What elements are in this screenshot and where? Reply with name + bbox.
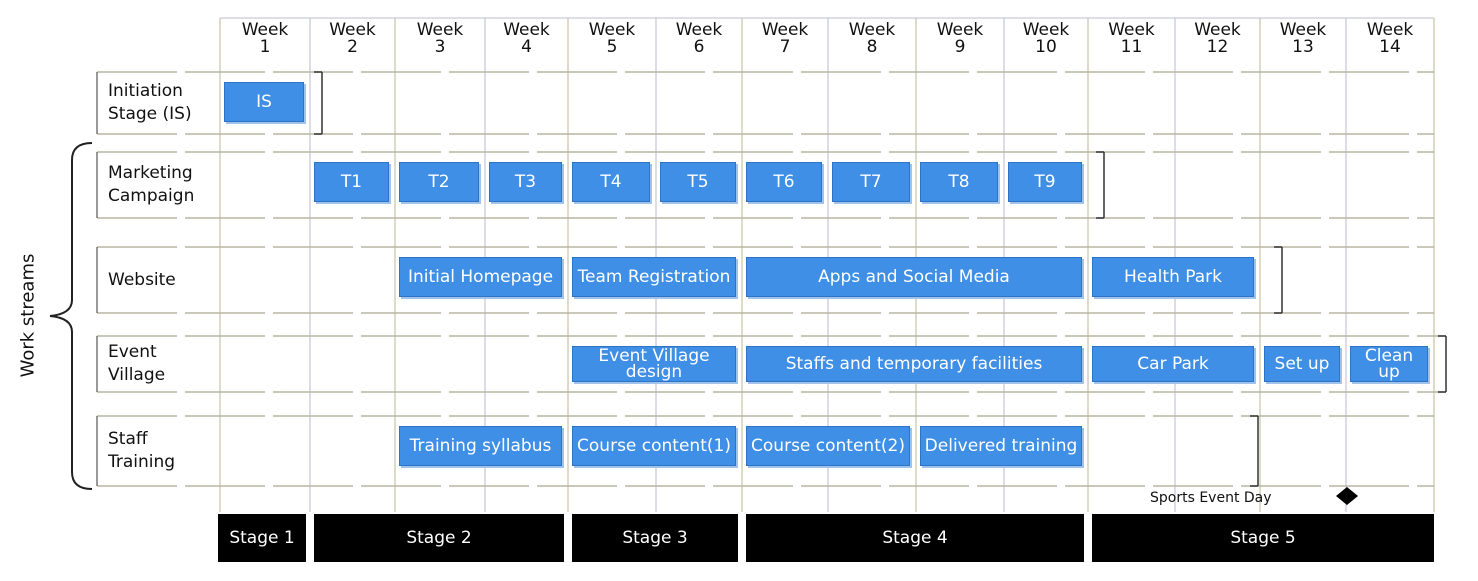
week-header-word: Week xyxy=(675,20,723,40)
workstreams-brace xyxy=(49,142,93,490)
week-header-word: Week xyxy=(936,20,984,40)
event-day-diamond-icon xyxy=(1336,487,1358,505)
task-bar: T3 xyxy=(489,162,562,202)
task-bar: Set up xyxy=(1264,346,1340,382)
task-bar: Delivered training xyxy=(920,426,1082,466)
week-header-number: 10 xyxy=(1035,37,1057,57)
row-label-text: Website xyxy=(108,269,176,292)
stage-block: Stage 3 xyxy=(572,514,738,562)
week-header-word: Week xyxy=(1022,20,1070,40)
week-header-number: 7 xyxy=(779,37,791,57)
week-header-word: Week xyxy=(1279,20,1327,40)
week-header-number: 1 xyxy=(259,37,271,57)
row-label-line: Initiation xyxy=(108,81,183,101)
task-bar: Apps and Social Media xyxy=(746,257,1082,297)
task-bar: T4 xyxy=(572,162,650,202)
task-bar: T5 xyxy=(660,162,736,202)
row-label-line: Training xyxy=(108,452,176,472)
week-header-word: Week xyxy=(761,20,809,40)
task-bar: Initial Homepage xyxy=(399,257,562,297)
task-bar: T1 xyxy=(314,162,389,202)
stage-block: Stage 5 xyxy=(1092,514,1434,562)
week-header-word: Week xyxy=(241,20,289,40)
task-bar: Car Park xyxy=(1092,346,1254,382)
week-header-number: 9 xyxy=(954,37,966,57)
task-bar: IS xyxy=(224,82,304,122)
sports-event-day-label: Sports Event Day xyxy=(1150,490,1272,506)
row-label-line: Website xyxy=(108,269,176,290)
week-header-word: Week xyxy=(1366,20,1414,40)
week-header-number: 8 xyxy=(866,37,878,57)
row-label-line: Village xyxy=(108,365,166,385)
row-label-line: Event xyxy=(108,342,157,362)
row-label-line: Stage (IS) xyxy=(108,104,192,124)
week-header-number: 5 xyxy=(606,37,618,57)
week-header-number: 14 xyxy=(1379,37,1401,57)
week-header-word: Week xyxy=(1108,20,1155,40)
week-header-number: 3 xyxy=(434,37,446,57)
week-header-number: 12 xyxy=(1206,37,1229,57)
workstreams-text: Work streams xyxy=(17,253,39,377)
row-label-line: Staff xyxy=(108,429,148,449)
week-header-word: Week xyxy=(1194,20,1241,40)
task-bar: Clean up xyxy=(1350,346,1428,382)
week-header-number: 13 xyxy=(1292,37,1314,57)
week-header-word: Week xyxy=(503,20,550,40)
week-header-word: Week xyxy=(329,20,376,40)
row-label-line: Marketing xyxy=(108,163,193,183)
week-header-number: 11 xyxy=(1120,37,1143,57)
task-bar: T9 xyxy=(1008,162,1082,202)
row-label-line: Campaign xyxy=(108,186,195,206)
task-bar: T2 xyxy=(399,162,479,202)
stage-block: Stage 1 xyxy=(218,514,306,562)
task-bar: Event Village design xyxy=(572,346,736,382)
task-bar: Course content(1) xyxy=(572,426,736,466)
task-bar: Health Park xyxy=(1092,257,1254,297)
task-bar: Course content(2) xyxy=(746,426,910,466)
week-header-number: 4 xyxy=(521,37,532,57)
week-header-word: Week xyxy=(848,20,896,40)
workstreams-label: Work streams xyxy=(8,250,48,380)
stage-block: Stage 4 xyxy=(746,514,1084,562)
task-bar: T6 xyxy=(746,162,822,202)
week-header-word: Week xyxy=(588,20,636,40)
task-bar: T7 xyxy=(832,162,910,202)
task-bar: T8 xyxy=(920,162,998,202)
week-header-number: 2 xyxy=(347,37,358,57)
task-bar: Staffs and temporary facilities xyxy=(746,346,1082,382)
week-header-word: Week xyxy=(416,20,464,40)
row-label: Website xyxy=(98,249,219,311)
stage-block: Stage 2 xyxy=(314,514,564,562)
task-bar: Team Registration xyxy=(572,257,736,297)
task-bar: Training syllabus xyxy=(399,426,562,466)
week-header-number: 6 xyxy=(693,37,705,57)
